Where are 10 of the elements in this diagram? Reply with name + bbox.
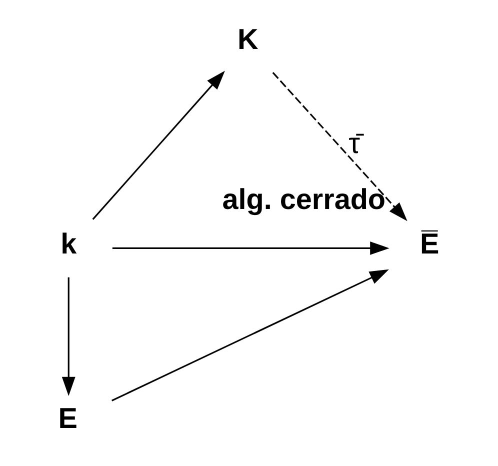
node-label: alg. cerrado [222, 184, 386, 216]
node-text: E̅ [419, 228, 439, 261]
arrow [272, 72, 407, 222]
arrow [111, 269, 388, 402]
arrow [61, 277, 75, 396]
arrow [92, 70, 224, 220]
node-text: E [58, 403, 77, 436]
node-text: K [236, 24, 258, 56]
node-text: k [60, 228, 76, 261]
arrow [112, 241, 389, 255]
